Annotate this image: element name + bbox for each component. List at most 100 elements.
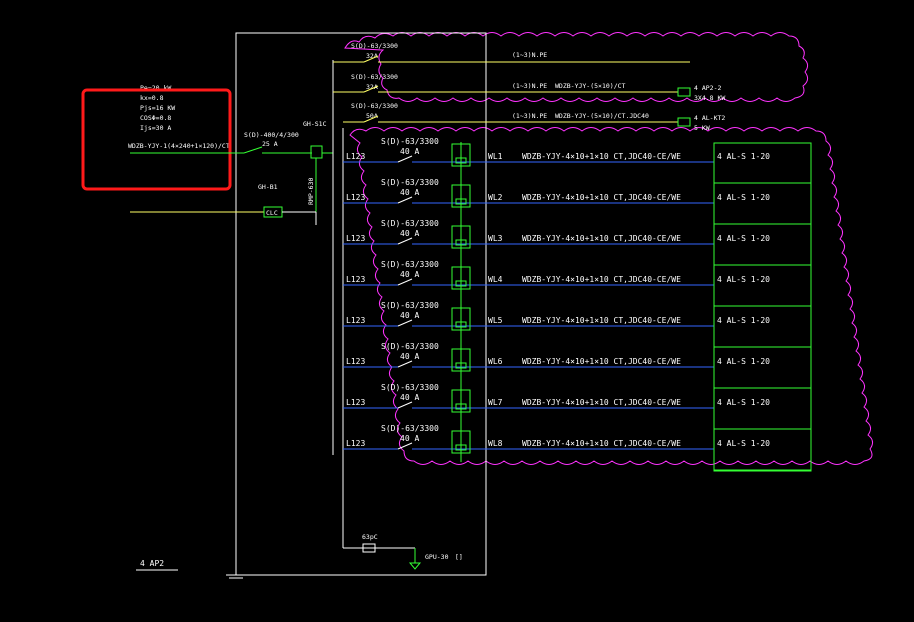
top-terminal [677, 117, 691, 127]
revision-cloud-top [344, 32, 809, 102]
feeder-breaker-label: S(D)-63/3300 [381, 301, 439, 310]
incoming-cable-label: WDZB-YJY-1(4×240+1×120)/CT [128, 142, 230, 150]
feeder-breaker-contact [397, 401, 413, 409]
top-breaker-label: S(D)-63/3300 [351, 102, 398, 110]
feeder-destination: 4 AL-S 1-20 [717, 439, 770, 448]
feeder-id: WL8 [488, 439, 503, 448]
feeder-breaker-label: S(D)-63/3300 [381, 260, 439, 269]
feeder-breaker-label: S(D)-63/3300 [381, 342, 439, 351]
feeder-breaker-contact [397, 237, 413, 245]
feeder-breaker-rating: 40 A [400, 311, 419, 320]
feeder-id: WL7 [488, 398, 503, 407]
parameter-block: Pe=20 kW kx=0.8 Pjs=16 KW COSΦ=0.8 Ijs=3… [140, 84, 175, 132]
feeder-destination: 4 AL-S 1-20 [717, 193, 770, 202]
param-line: kx=0.8 [140, 94, 164, 102]
feeder-breaker-label: S(D)-63/3300 [381, 383, 439, 392]
main-breaker-label: S(D)-400/4/300 [244, 131, 299, 139]
feeder-id: WL4 [488, 275, 503, 284]
feeder-phase-label: L123 [346, 234, 365, 243]
param-line: Ijs=30 A [140, 124, 171, 132]
feeder-cable-spec: WDZB-YJY-4×10+1×10 CT,JDC40-CE/WE [522, 234, 681, 243]
top-breaker-rating: 50A [366, 112, 378, 120]
param-line: COSΦ=0.8 [140, 114, 171, 122]
top-dest: 4 AP2-2 [694, 84, 721, 92]
feeder-phase-label: L123 [346, 398, 365, 407]
protector-label: GH-S1C [303, 120, 327, 128]
feeder-id: WL2 [488, 193, 503, 202]
feeder-cable-spec: WDZB-YJY-4×10+1×10 CT,JDC40-CE/WE [522, 152, 681, 161]
surge-arrester [362, 543, 376, 553]
feeder-breaker-rating: 40 A [400, 393, 419, 402]
feeder-id: WL3 [488, 234, 503, 243]
panel-enclosure [235, 32, 487, 576]
feeder-breaker-rating: 40 A [400, 270, 419, 279]
feeder-breaker-rating: 40 A [400, 147, 419, 156]
feeder-destination: 4 AL-S 1-20 [717, 152, 770, 161]
feeder-id: WL6 [488, 357, 503, 366]
top-cable: (1~3)N.PE [512, 51, 547, 59]
clc-label: CLC [266, 209, 278, 217]
top-cable: (1~3)N.PE [512, 82, 547, 90]
panel-name: 4 AP2 [140, 559, 164, 568]
fire-module-label: GH-B1 [258, 183, 278, 191]
feeder-breaker-rating: 40 A [400, 229, 419, 238]
top-breaker-rating: 32A [366, 52, 378, 60]
feeder-breaker-rating: 40 A [400, 434, 419, 443]
feeder-breaker-contact [397, 360, 413, 368]
feeder-breaker-contact [397, 196, 413, 204]
main-breaker-rating: 25 A [262, 140, 278, 148]
top-terminal [677, 87, 691, 97]
feeder-breaker-contact [397, 155, 413, 163]
feeder-destination: 4 AL-S 1-20 [717, 398, 770, 407]
top-contact [363, 115, 379, 123]
feeder-breaker-rating: 40 A [400, 188, 419, 197]
top-contact [363, 85, 379, 93]
earth-icon [408, 562, 422, 570]
feeder-breaker-label: S(D)-63/3300 [381, 424, 439, 433]
feeder-breaker-contact [397, 442, 413, 450]
feeder-phase-label: L123 [346, 193, 365, 202]
feeder-destination: 4 AL-S 1-20 [717, 357, 770, 366]
top-dest-note: 5 KW [694, 124, 710, 132]
top-breaker-rating: 32A [366, 83, 378, 91]
feeder-cable-spec: WDZB-YJY-4×10+1×10 CT,JDC40-CE/WE [522, 398, 681, 407]
feeder-cable-spec: WDZB-YJY-4×10+1×10 CT,JDC40-CE/WE [522, 316, 681, 325]
feeder-phase-label: L123 [346, 152, 365, 161]
feeder-destination: 4 AL-S 1-20 [717, 234, 770, 243]
feeder-cable-spec: WDZB-YJY-4×10+1×10 CT,JDC40-CE/WE [522, 193, 681, 202]
top-breaker-label: S(D)-63/3300 [351, 42, 398, 50]
highlight-box [81, 88, 232, 191]
top-breaker-label: S(D)-63/3300 [351, 73, 398, 81]
feeder-cable-spec: WDZB-YJY-4×10+1×10 CT,JDC40-CE/WE [522, 357, 681, 366]
feeder-cable-spec: WDZB-YJY-4×10+1×10 CT,JDC40-CE/WE [522, 275, 681, 284]
feeder-id: WL5 [488, 316, 503, 325]
param-line: Pjs=16 KW [140, 104, 175, 112]
feeder-destination: 4 AL-S 1-20 [717, 316, 770, 325]
top-cable2: WDZB-YJY-(5×10)/CT.JDC40 [555, 112, 649, 120]
main-breaker-contact [243, 146, 263, 154]
top-circuit: S(D)-63/3300 32A (1~3)N.PE [333, 42, 690, 63]
feeder-phase-label: L123 [346, 439, 365, 448]
top-circuit: S(D)-63/3300 32A (1~3)N.PE WDZB-YJY-(5×1… [333, 73, 725, 102]
destination-block [713, 142, 812, 472]
feeder-breaker-label: S(D)-63/3300 [381, 178, 439, 187]
feeder-breaker-rating: 40 A [400, 352, 419, 361]
top-dest-note: 3X4.8 KW [694, 94, 725, 102]
surge-label: 63pC [362, 533, 378, 541]
feeder-destination: 4 AL-S 1-20 [717, 275, 770, 284]
revision-cloud-main [349, 127, 874, 465]
top-dest: 4 AL-KT2 [694, 114, 725, 122]
feeder-phase-label: L123 [346, 357, 365, 366]
top-cable2: WDZB-YJY-(5×10)/CT [555, 82, 626, 90]
feeder-breaker-label: S(D)-63/3300 [381, 219, 439, 228]
feeder-breaker-contact [397, 319, 413, 327]
feeder-phase-label: L123 [346, 316, 365, 325]
grounding-mark: [] [455, 553, 463, 561]
grounding-label: GPU-30 [425, 553, 449, 561]
meter-id: RMP-630 [307, 178, 315, 205]
feeder-phase-label: L123 [346, 275, 365, 284]
param-line: Pe=20 kW [140, 84, 171, 92]
top-circuit: S(D)-63/3300 50A (1~3)N.PE WDZB-YJY-(5×1… [343, 102, 725, 132]
